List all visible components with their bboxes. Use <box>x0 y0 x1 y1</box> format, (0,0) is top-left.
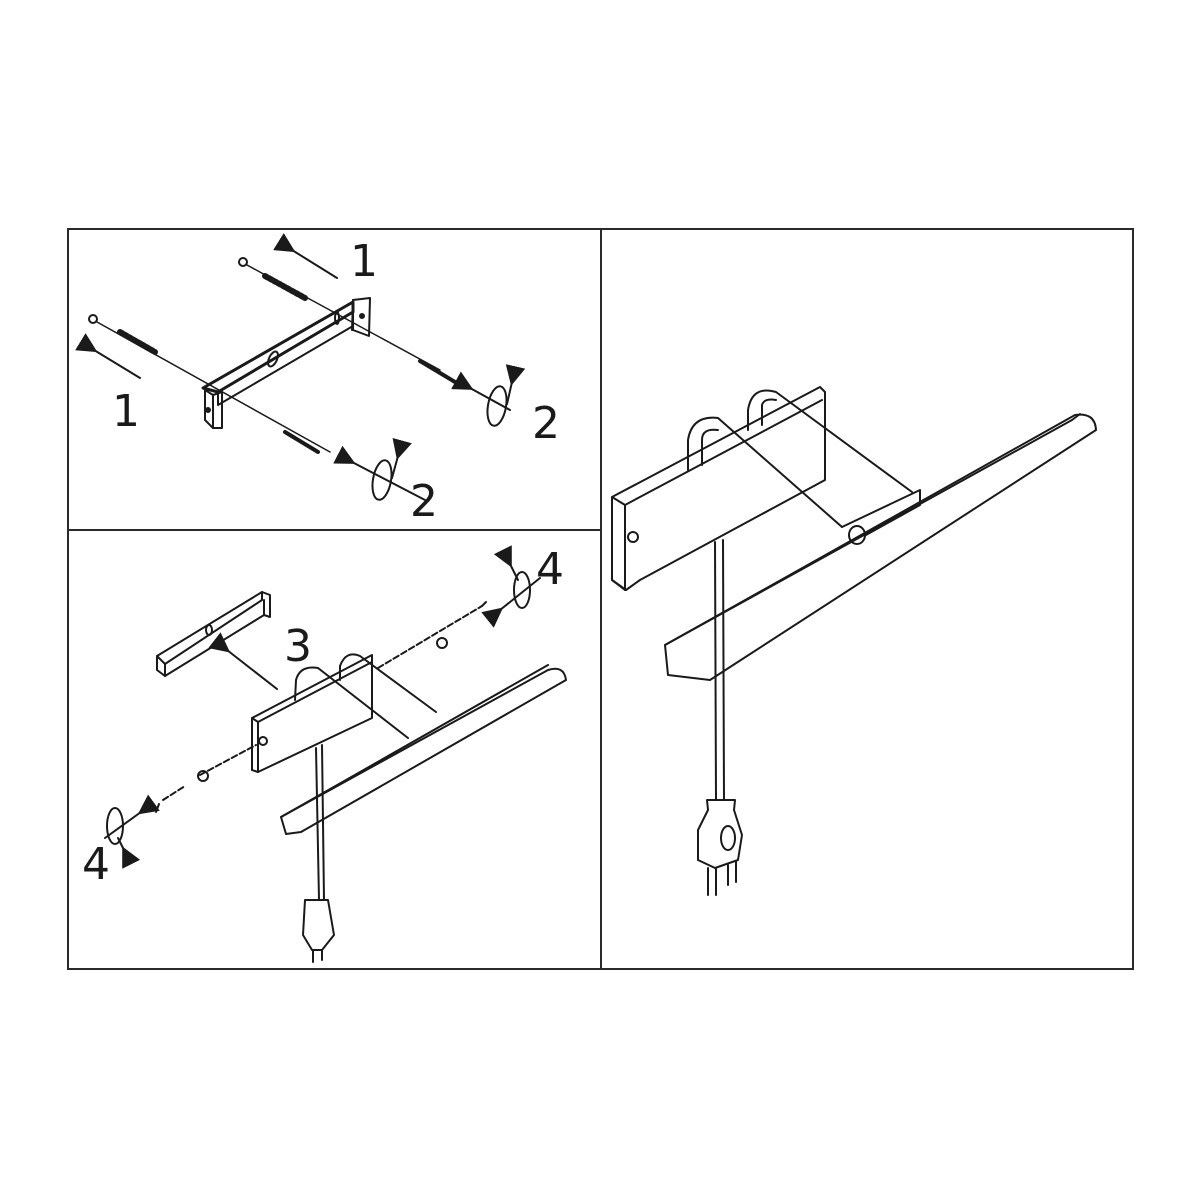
panel-divider-vertical <box>600 228 602 970</box>
panel-c-assembled-lamp <box>611 386 1097 896</box>
step-label-2: 2 <box>532 398 560 449</box>
step-label-1: 1 <box>112 386 140 437</box>
step-label-4: 4 <box>536 544 564 595</box>
panel-a-bracket <box>75 233 526 501</box>
panel-b-lamp-attach <box>104 545 567 963</box>
step-label-2: 2 <box>410 476 438 527</box>
step-label-3: 3 <box>284 621 312 672</box>
step-label-1: 1 <box>350 236 378 287</box>
panel-divider-horizontal <box>67 529 601 531</box>
step-label-4: 4 <box>82 839 110 890</box>
